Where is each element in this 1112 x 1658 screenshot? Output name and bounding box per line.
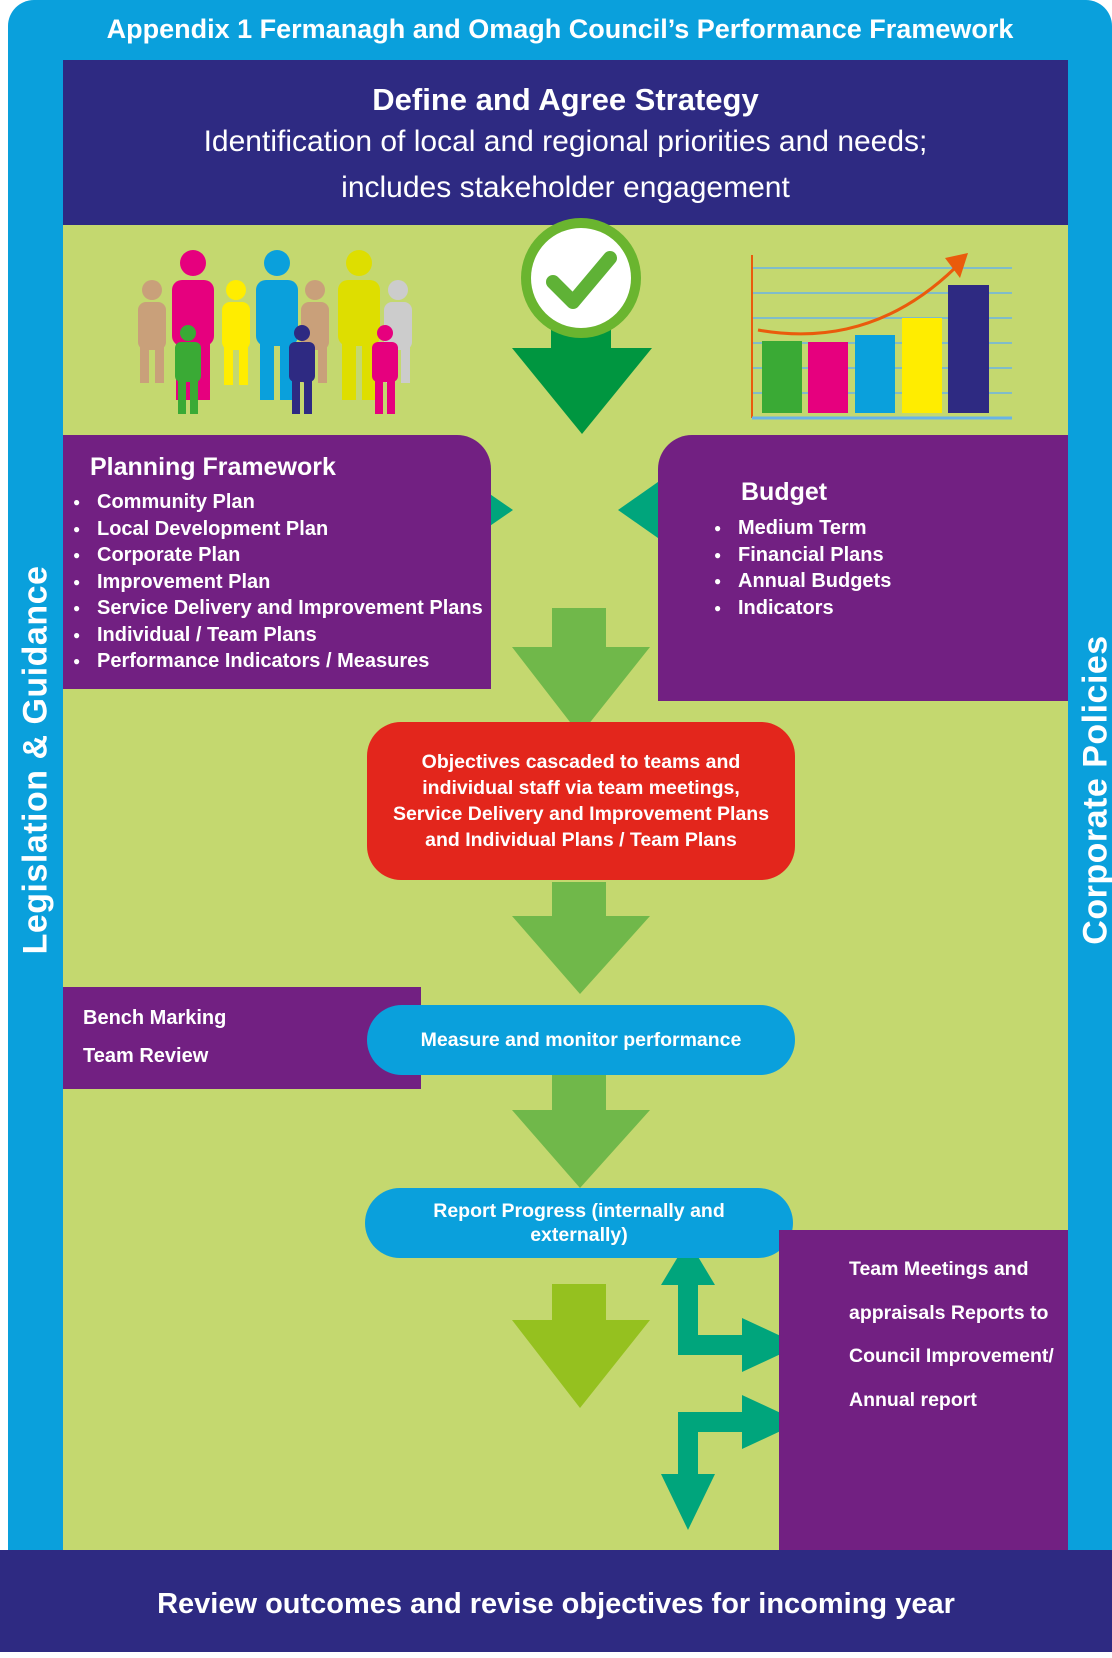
list-item: Local Development Plan (69, 516, 491, 543)
list-item: Individual / Team Plans (69, 622, 491, 649)
down-arrow-icon (512, 882, 650, 994)
objectives-line-4: and Individual Plans / Team Plans (393, 827, 769, 853)
down-arrow-icon (512, 1075, 650, 1188)
people-icon (138, 250, 412, 414)
bar-chart-icon (752, 253, 1012, 418)
objectives-line-1: Objectives cascaded to teams and (393, 749, 769, 775)
objectives-line-2: individual staff via team meetings, (393, 775, 769, 801)
report-line-1: Report Progress (internally and (433, 1199, 724, 1223)
list-item: Annual Budgets (710, 568, 1068, 595)
planning-framework-panel: Planning Framework Community Plan Local … (63, 435, 491, 689)
measure-monitor-box: Measure and monitor performance (367, 1005, 795, 1075)
report-progress-box: Report Progress (internally and external… (365, 1188, 793, 1258)
budget-title: Budget (741, 478, 1068, 507)
list-item: Performance Indicators / Measures (69, 648, 491, 675)
list-item: Community Plan (69, 489, 491, 516)
down-arrow-icon (512, 1284, 650, 1408)
budget-panel: Budget Medium Term Financial Plans Annua… (658, 435, 1068, 701)
list-item: Service Delivery and Improvement Plans (69, 595, 491, 622)
list-item: Corporate Plan (69, 542, 491, 569)
review-banner: Review outcomes and revise objectives fo… (0, 1550, 1112, 1652)
list-item: Indicators (710, 595, 1068, 622)
list-item: Medium Term (710, 515, 1068, 542)
team-line-1: Team Meetings and (849, 1248, 1068, 1292)
objectives-line-3: Service Delivery and Improvement Plans (393, 801, 769, 827)
down-arrow-icon (512, 608, 650, 735)
team-line-3: Council Improvement/ (849, 1335, 1068, 1379)
team-meetings-panel: Team Meetings and appraisals Reports to … (779, 1230, 1068, 1550)
planning-framework-title: Planning Framework (90, 453, 491, 482)
team-line-4: Annual report (849, 1379, 1068, 1423)
objectives-box: Objectives cascaded to teams and individ… (367, 722, 795, 880)
report-line-2: externally) (433, 1223, 724, 1247)
checkmark-icon (512, 218, 652, 434)
list-item: Improvement Plan (69, 569, 491, 596)
list-item: Financial Plans (710, 542, 1068, 569)
team-line-2: appraisals Reports to (849, 1292, 1068, 1336)
